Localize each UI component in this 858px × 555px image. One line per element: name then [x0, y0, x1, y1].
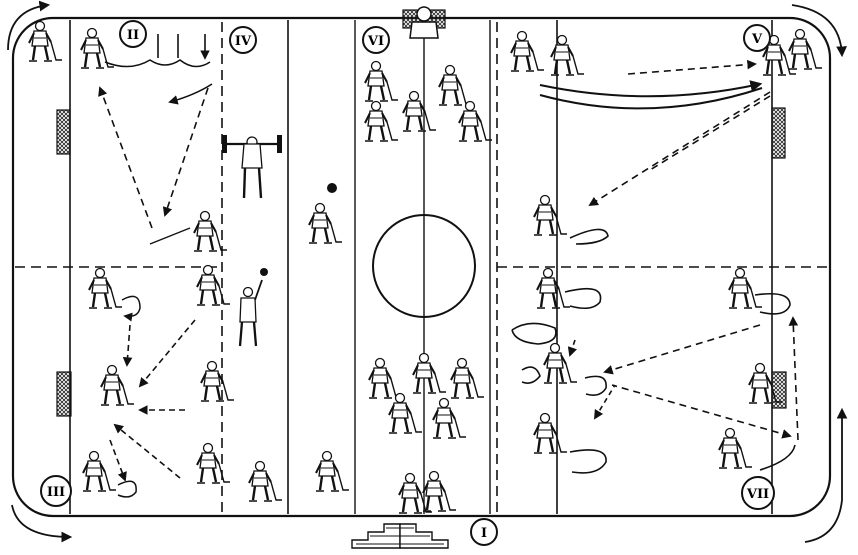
- barbell-lifter-icon: [222, 135, 282, 199]
- goal-net-icon: [771, 107, 786, 159]
- rotation-arrow: [7, 0, 51, 51]
- station-iv-drill: [222, 135, 284, 503]
- station-label: IV: [235, 34, 252, 49]
- station-label: III: [47, 485, 65, 500]
- rotation-arrow: [11, 504, 73, 543]
- station-label: II: [127, 28, 139, 43]
- station-vi-drill: [307, 6, 494, 493]
- station-vii-drill: [511, 267, 799, 474]
- station-ii-drill: [27, 20, 229, 253]
- station-label: VI: [367, 34, 384, 49]
- center-circle: [372, 214, 476, 318]
- station-badge-ii: II: [119, 20, 147, 48]
- station-label: VII: [746, 487, 769, 502]
- station-badge-iii: III: [40, 475, 72, 507]
- station-badge-vii: VII: [741, 476, 775, 510]
- goalie-icon: [409, 6, 439, 39]
- goal-net-icon: [56, 109, 71, 155]
- station-badge-iv: IV: [229, 26, 257, 54]
- station-label: I: [481, 526, 487, 541]
- station-badge-v: V: [743, 24, 771, 52]
- station-v-drill: [509, 28, 824, 245]
- station-badge-i: I: [470, 518, 498, 546]
- station-iii-drill: [81, 264, 236, 498]
- steps-icon: [351, 523, 449, 549]
- rotation-arrow: [804, 407, 848, 543]
- station-i-drill: [351, 470, 458, 549]
- station-label: V: [751, 32, 763, 47]
- rotation-arrow: [791, 4, 847, 58]
- juggler-icon: [238, 268, 268, 347]
- goal-net-icon: [56, 371, 72, 417]
- station-badge-vi: VI: [362, 26, 390, 54]
